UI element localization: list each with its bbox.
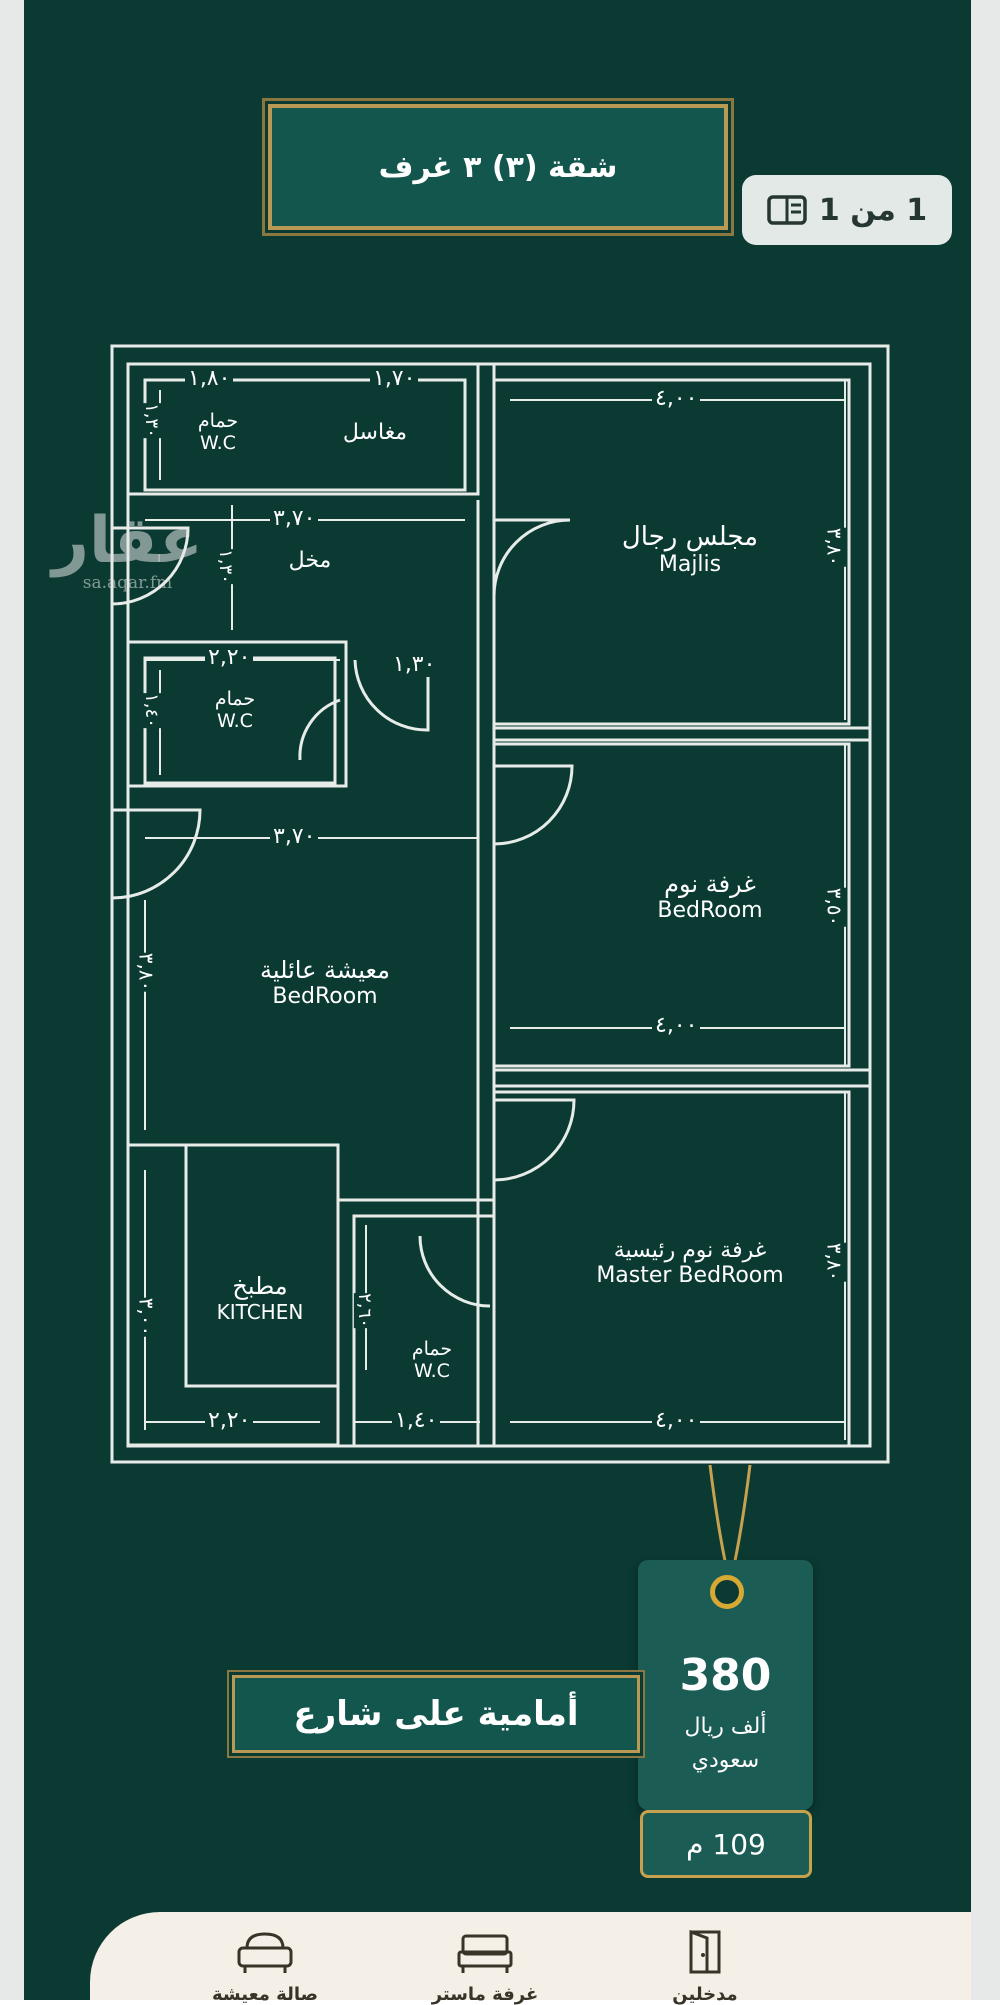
dimension-label: ١,٣٠ bbox=[214, 549, 236, 584]
dimension-label: ٤,٠٠ bbox=[652, 1408, 701, 1433]
image-counter-badge[interactable]: 1 من 1 bbox=[742, 175, 952, 245]
price-unit-line1: ألف ريال bbox=[684, 1714, 767, 1739]
bath2-label-ar: حمام bbox=[214, 688, 256, 710]
bath1-label-ar: حمام bbox=[197, 410, 239, 432]
dimension-label: ٣,٥٠ bbox=[822, 887, 847, 927]
area-value: 109 م bbox=[686, 1827, 766, 1861]
price-unit: ألف ريال سعودي bbox=[638, 1710, 813, 1778]
dimension-label: ٣,٨٠ bbox=[822, 527, 847, 567]
door-icon bbox=[689, 1929, 721, 1974]
bedroom-label-en: BedRoom bbox=[657, 898, 763, 923]
dimension-label: ١,٤٠ bbox=[140, 693, 162, 728]
room-label-bath-2: حمام W.C bbox=[195, 688, 275, 732]
majlis-label-en: Majlis bbox=[658, 552, 722, 577]
feature-living-hall-label: صالة معيشة bbox=[212, 1984, 318, 2005]
feature-banner: أمامية على شارع bbox=[232, 1675, 640, 1753]
area-badge: 109 م bbox=[640, 1810, 812, 1878]
room-label-master: غرفة نوم رئيسية Master BedRoom bbox=[555, 1238, 825, 1288]
floor-plan-card bbox=[24, 0, 971, 2000]
bath1-label-en: W.C bbox=[200, 432, 236, 454]
room-label-bath-3: حمام W.C bbox=[392, 1338, 472, 1382]
price-unit-line2: سعودي bbox=[691, 1748, 760, 1773]
plan-title-box: شقة (٣) ٣ غرف bbox=[268, 104, 728, 230]
feature-entrances-label: مدخلين bbox=[672, 1984, 738, 2005]
kitchen-label-en: KITCHEN bbox=[216, 1300, 304, 1324]
bath3-label-en: W.C bbox=[414, 1360, 450, 1382]
gallery-icon bbox=[767, 195, 807, 225]
dimension-label: ١,٣٠ bbox=[390, 652, 439, 677]
bed-icon bbox=[457, 1934, 513, 1973]
bath3-label-ar: حمام bbox=[411, 1338, 453, 1360]
room-label-living: معيشة عائلية BedRoom bbox=[220, 956, 430, 1009]
living-label-en: BedRoom bbox=[272, 984, 378, 1009]
feature-living-hall: صالة معيشة bbox=[190, 1928, 340, 2005]
price-tag: 380 ألف ريال سعودي bbox=[638, 1560, 813, 1810]
dimension-label: ٢,٢٠ bbox=[205, 1408, 254, 1433]
living-label-ar: معيشة عائلية bbox=[260, 956, 390, 984]
dimension-label: ٢,٦٠ bbox=[353, 1293, 375, 1328]
feature-master-room-label: غرفة ماستر bbox=[431, 1984, 539, 2005]
room-label-bedroom: غرفة نوم BedRoom bbox=[600, 870, 820, 923]
dimension-label: ٣,٧٠ bbox=[270, 824, 319, 849]
viewer-edge-right bbox=[971, 0, 1000, 2000]
dimension-label: ٣,٨٠ bbox=[822, 1242, 847, 1282]
dimension-label: ٣,٨٠ bbox=[134, 952, 159, 992]
majlis-label-ar: مجلس رجال bbox=[621, 522, 759, 552]
room-label-bath-1: حمام W.C bbox=[178, 410, 258, 454]
dimension-label: ٤,٠٠ bbox=[652, 1013, 701, 1038]
room-label-majlis: مجلس رجال Majlis bbox=[580, 522, 800, 577]
tag-hole-icon bbox=[710, 1575, 744, 1609]
aqar-watermark: عقار sa.aqar.fm bbox=[45, 505, 210, 593]
feature-label: أمامية على شارع bbox=[293, 1694, 579, 1734]
features-bar bbox=[90, 1912, 971, 2000]
room-label-entry: مخل bbox=[288, 548, 332, 573]
bath2-label-en: W.C bbox=[217, 710, 253, 732]
room-label-sinks: مغاسل bbox=[342, 420, 408, 445]
viewer-edge-left bbox=[0, 0, 24, 2000]
sofa-icon bbox=[237, 1932, 293, 1973]
dimension-label: ١,٣٠ bbox=[140, 403, 162, 438]
master-label-ar: غرفة نوم رئيسية bbox=[613, 1238, 767, 1263]
dimension-label: ١,٧٠ bbox=[370, 366, 419, 391]
dimension-label: ١,٤٠ bbox=[392, 1408, 441, 1433]
master-label-en: Master BedRoom bbox=[596, 1263, 784, 1288]
dimension-label: ٤,٠٠ bbox=[652, 386, 701, 411]
bedroom-label-ar: غرفة نوم bbox=[664, 870, 756, 898]
feature-entrances: مدخلين bbox=[630, 1928, 780, 2005]
image-counter-label: 1 من 1 bbox=[818, 192, 928, 228]
aqar-url: sa.aqar.fm bbox=[82, 573, 173, 593]
dimension-label: ٣,٠٠ bbox=[134, 1297, 159, 1337]
dimension-label: ٢,٢٠ bbox=[205, 645, 254, 670]
aqar-logo: عقار bbox=[52, 504, 203, 578]
dimension-label: ٣,٧٠ bbox=[270, 506, 319, 531]
kitchen-label-ar: مطبخ bbox=[232, 1272, 288, 1300]
plan-title: شقة (٣) ٣ غرف bbox=[378, 149, 618, 185]
price-value: 380 bbox=[679, 1650, 772, 1701]
room-label-kitchen: مطبخ KITCHEN bbox=[190, 1272, 330, 1324]
dimension-label: ١,٨٠ bbox=[185, 366, 234, 391]
feature-master-room: غرفة ماستر bbox=[410, 1928, 560, 2005]
